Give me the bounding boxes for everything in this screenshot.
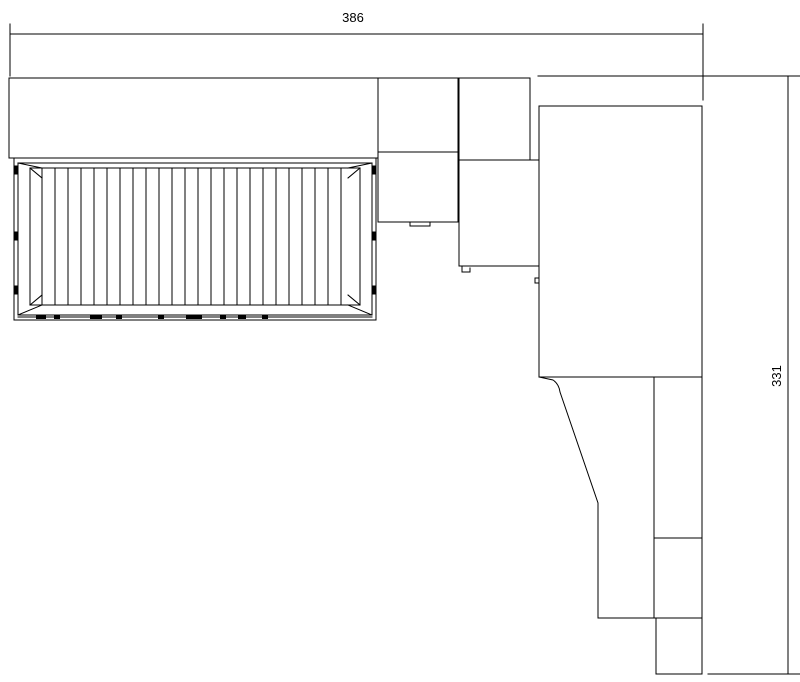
slatted-unit — [13, 157, 377, 321]
cabinet-upper-middle — [377, 77, 459, 153]
cabinet-upper-right — [458, 77, 531, 161]
width-dimension: 386 — [9, 10, 704, 101]
height-dimension: 331 — [537, 75, 800, 675]
counter-top-left — [8, 77, 379, 159]
tall-cabinet-right — [538, 105, 703, 378]
cabinet-lower-middle — [377, 151, 459, 223]
width-dimension-label: 386 — [342, 10, 364, 25]
cabinet-lower-right — [458, 159, 540, 267]
height-dimension-label: 331 — [769, 365, 784, 387]
lower-right-run — [538, 376, 703, 675]
bottom-rail-marks — [36, 315, 268, 319]
slat-lines — [41, 167, 342, 306]
lower-right-end-block — [655, 617, 703, 675]
